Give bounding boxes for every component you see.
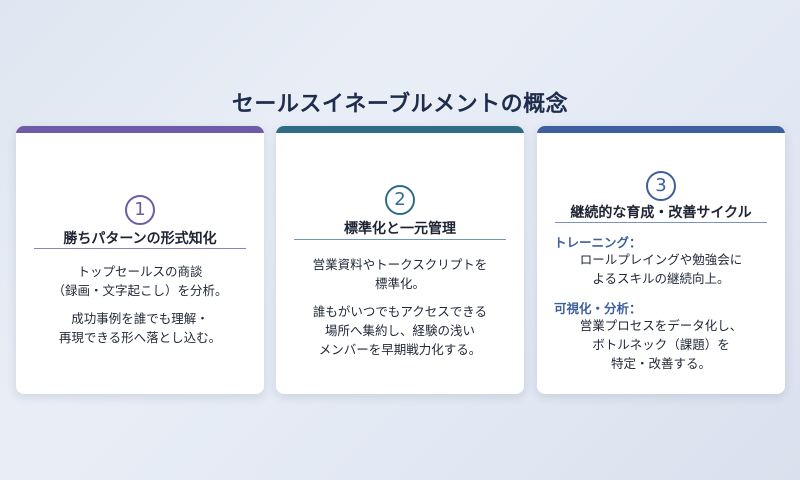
card-accent-bar [276,126,524,133]
card-text: 営業プロセスをデータ化し、ボトルネック（課題）を特定・改善する。 [579,318,743,371]
concept-card-1: 1 勝ちパターンの形式知化 トップセールスの商談（録画・文字起こし）を分析。 成… [16,126,264,394]
card-title: 標準化と一元管理 [344,221,456,237]
page-title: セールスイネーブルメントの概念 [231,92,569,117]
divider [34,248,246,249]
card-accent-bar [16,126,264,133]
divider [555,222,767,223]
card-accent-bar [537,126,785,133]
section-label-analytics: 可視化・分析： [554,301,642,316]
circled-number-1: 1 [125,195,155,225]
concept-card-2: 2 標準化と一元管理 営業資料やトークスクリプトを標準化。 誰もがいつでもアクセ… [276,126,524,394]
card-title: 継続的な育成・改善サイクル [570,205,752,221]
circled-number-3: 3 [646,171,676,201]
card-text: 成功事例を誰でも理解・再現できる形へ落とし込む。 [58,311,222,345]
section-label-training: トレーニング： [554,235,642,250]
card-text: 営業資料やトークスクリプトを標準化。 [312,257,488,291]
concept-card-3: 3 継続的な育成・改善サイクル トレーニング： ロールプレイングや勉強会によるス… [537,126,785,394]
card-text: トップセールスの商談（録画・文字起こし）を分析。 [52,264,228,298]
card-text: 誰もがいつでもアクセスできる場所へ集約し、経験の浅いメンバーを早期戦力化する。 [312,304,488,357]
card-text: ロールプレイングや勉強会によるスキルの継続向上。 [579,252,743,286]
circled-number-2: 2 [385,185,415,215]
divider [294,239,506,240]
card-title: 勝ちパターンの形式知化 [63,231,217,247]
